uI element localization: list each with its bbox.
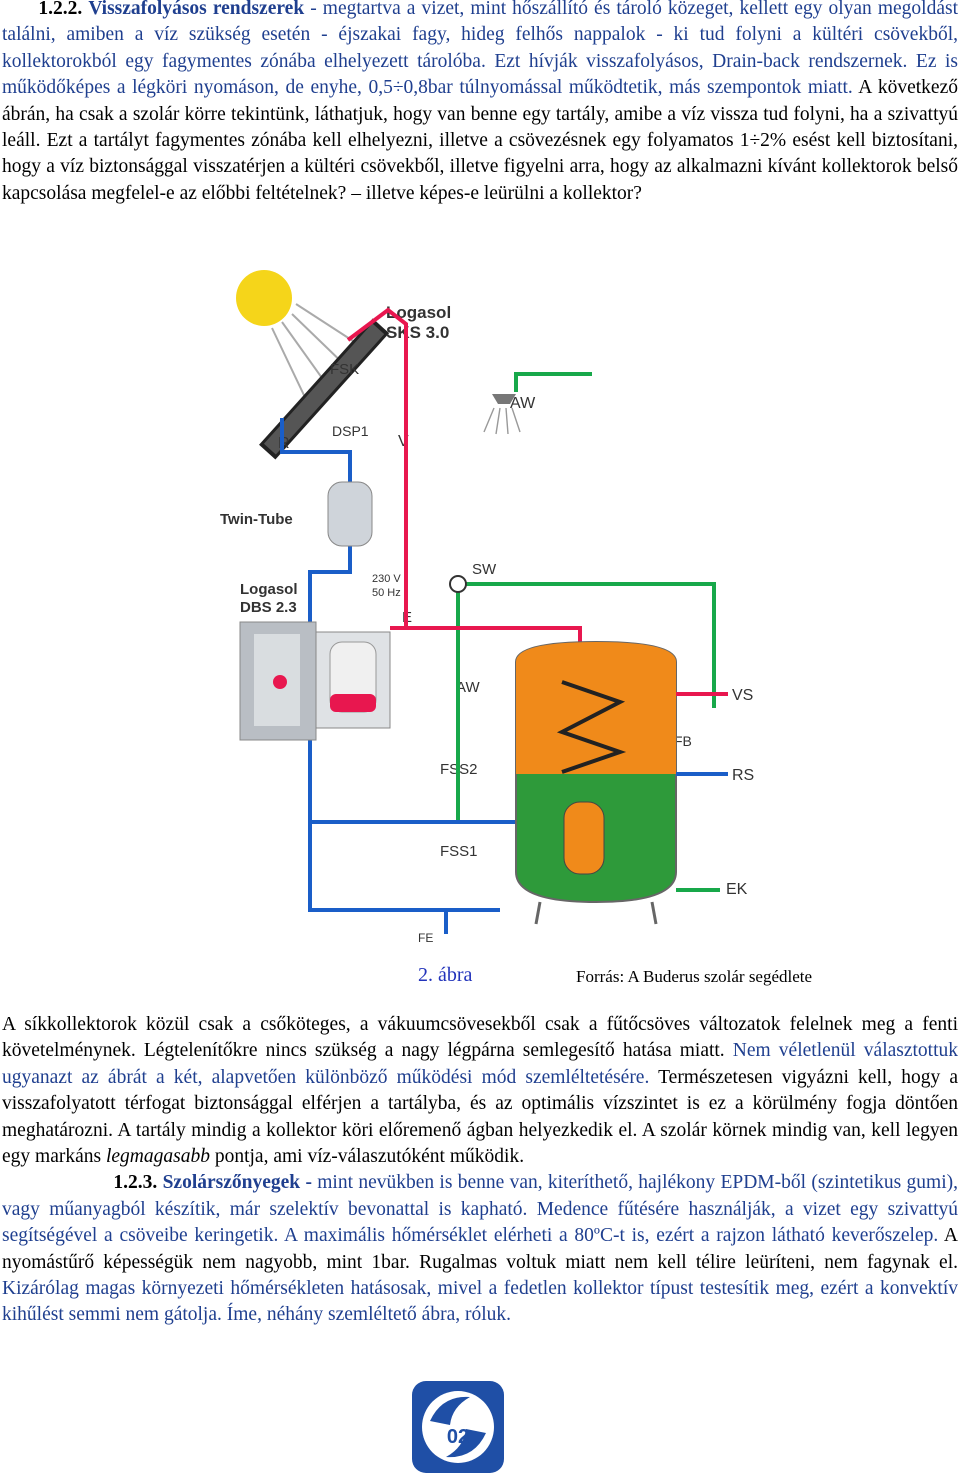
- heat-exchanger-coil: [556, 680, 627, 774]
- label-logasol-dbs-2: DBS 2.3: [240, 599, 297, 616]
- label-v: V: [398, 433, 409, 450]
- section-3-number: 1.2.3.: [113, 1172, 158, 1194]
- section-1-paragraph: 1.2.2. Visszafolyásos rendszerek - megta…: [2, 0, 958, 207]
- section-1-text-b: Ez is működőképes a légköri nyomáson, de…: [2, 50, 958, 99]
- label-ek: EK: [726, 881, 748, 898]
- page-number-badge: 02: [412, 1381, 504, 1473]
- section-2-text-a: A síkkollektorok közül csak a csőköteges…: [2, 1014, 958, 1062]
- label-dsp1: DSP1: [332, 423, 369, 439]
- section-3-heading: Szolárszőnyegek -: [162, 1172, 312, 1194]
- caption-source: Forrás: A Buderus szolár segédlete: [576, 967, 813, 986]
- section-3-text-b: A nyomástűrő képességük nem nagyobb, min…: [2, 1225, 958, 1273]
- label-twin-tube: Twin-Tube: [220, 511, 293, 528]
- label-logasol-dbs-1: Logasol: [240, 581, 298, 598]
- collector-panel: [259, 318, 390, 460]
- section-1-number: 1.2.2.: [38, 0, 83, 19]
- section-2-paragraph: A síkkollektorok közül csak a csőköteges…: [2, 1012, 958, 1329]
- section-1-text-a: - megtartva a vizet, mint hőszállító és …: [2, 0, 959, 72]
- label-rs: RS: [732, 767, 754, 784]
- swirl-icon: [430, 1396, 470, 1425]
- section-1-text-c: A következő ábrán, ha csak a szolár körr…: [2, 77, 958, 204]
- label-logasol-sks-1: Logasol: [386, 303, 451, 322]
- figure-caption: 2. ábra Forrás: A Buderus szolár segédle…: [0, 964, 960, 994]
- mixing-valve-icon: [449, 575, 467, 593]
- solar-coil-bulb: [563, 801, 605, 875]
- label-logasol-sks-2: SKS 3.0: [386, 323, 449, 342]
- section-2-text-d: pontja, ami víz-válaszutóként működik.: [209, 1146, 525, 1168]
- label-fsk: FSK: [330, 361, 359, 378]
- water-pipe-green: [456, 372, 716, 822]
- shower-head-icon: [492, 394, 516, 404]
- sun-icon: [236, 270, 292, 326]
- section-2-text-italic: legmagasabb: [105, 1146, 210, 1168]
- twin-tube-tank: [327, 481, 373, 547]
- section-3-text-c: Kizárólag magas környezeti hőmérsékleten…: [2, 1278, 958, 1326]
- label-fe: FE: [418, 931, 433, 945]
- label-hz: 50 Hz: [372, 587, 401, 599]
- label-fb: FB: [674, 733, 692, 749]
- label-fss1: FSS1: [440, 843, 478, 860]
- section-1-heading: Visszafolyásos rendszerek: [88, 0, 305, 19]
- page-number: 02: [447, 1426, 469, 1448]
- section-2-text-b: Nem véletlenül választottuk ugyanazt az …: [2, 1040, 959, 1088]
- section-2-text-c: Természetesen vigyázni kell, hogy a viss…: [2, 1066, 958, 1168]
- label-volt: 230 V: [372, 573, 401, 585]
- caption-label: 2. ábra: [418, 964, 473, 986]
- pump-icon: [273, 675, 287, 689]
- section-3-text-a: mint nevükben is benne van, kiteríthető,…: [2, 1172, 959, 1247]
- label-aw-top: AW: [510, 395, 536, 412]
- label-vs: VS: [732, 687, 753, 704]
- label-aw-mid: AW: [456, 679, 480, 696]
- drain-back-system-diagram: Logasol SKS 3.0 FSK AW R DSP1 V Twin-Tub…: [220, 270, 754, 945]
- label-sw: SW: [472, 561, 497, 578]
